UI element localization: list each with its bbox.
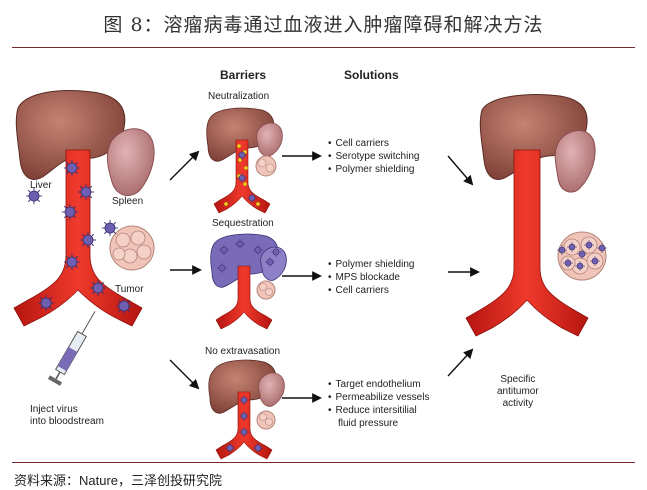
figure-title: 图 8：溶瘤病毒通过血液进入肿瘤障碍和解决方法 bbox=[103, 14, 544, 36]
row3-anatomy bbox=[208, 359, 285, 460]
barrier-no-extravasation: No extravasation bbox=[205, 346, 281, 357]
solution-item: Cell carriers bbox=[328, 137, 419, 150]
arrow-left-to-row3 bbox=[169, 359, 200, 390]
label-liver: Liver bbox=[30, 180, 52, 191]
arrow-row1-to-outcome bbox=[447, 155, 474, 186]
header-solutions: Solutions bbox=[344, 68, 399, 82]
solutions-row3: Target endothelium Permeabilize vessels … bbox=[328, 378, 430, 430]
right-anatomy bbox=[465, 94, 608, 337]
left-spleen bbox=[106, 128, 155, 197]
solution-item: Reduce intersitilial bbox=[328, 404, 429, 417]
label-tumor: Tumor bbox=[115, 284, 144, 295]
row2-anatomy bbox=[210, 233, 287, 330]
solution-item: Permeabilize vessels bbox=[328, 391, 430, 404]
footer-rule bbox=[12, 462, 635, 463]
solution-item-continuation: fluid pressure bbox=[338, 418, 399, 429]
solutions-row1: Cell carriers Serotype switching Polymer… bbox=[328, 137, 420, 176]
flow-arrows bbox=[169, 150, 480, 403]
title-rule bbox=[12, 47, 635, 48]
solution-item: Serotype switching bbox=[328, 150, 420, 163]
left-vessel bbox=[13, 149, 143, 327]
header-barriers: Barriers bbox=[220, 68, 267, 82]
solution-item: Cell carriers bbox=[328, 284, 414, 297]
arrow-left-to-row1 bbox=[169, 150, 200, 181]
barrier-sequestration: Sequestration bbox=[212, 218, 274, 229]
label-inject-virus: Inject virus into bloodstream bbox=[30, 404, 104, 427]
solution-item: Polymer shielding bbox=[328, 163, 419, 176]
solution-item: Polymer shielding bbox=[328, 258, 415, 271]
solution-item: Target endothelium bbox=[328, 378, 429, 391]
solutions-row2: Polymer shielding MPS blockade Cell carr… bbox=[328, 258, 415, 297]
label-spleen: Spleen bbox=[112, 196, 144, 207]
syringe-icon bbox=[47, 311, 96, 386]
solution-item: MPS blockade bbox=[328, 271, 414, 284]
outcome-label: Specific antitumor activity bbox=[497, 374, 539, 409]
left-anatomy bbox=[13, 90, 155, 386]
barrier-neutralization: Neutralization bbox=[208, 91, 270, 102]
source-note: 资料来源：Nature，三泽创投研究院 bbox=[14, 473, 223, 488]
arrow-row3-to-outcome bbox=[447, 348, 474, 377]
left-tumor bbox=[109, 225, 155, 271]
row1-anatomy bbox=[206, 107, 283, 214]
